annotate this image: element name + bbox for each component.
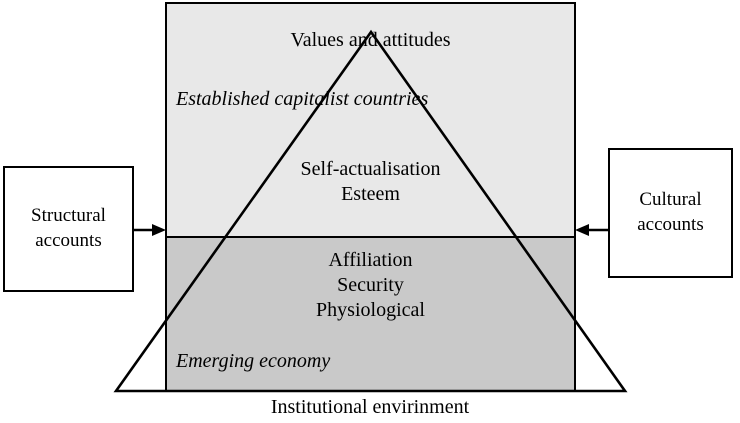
structural-accounts-text: Structural accounts	[31, 204, 106, 253]
established-label-line1: Established	[176, 88, 270, 110]
need-self-actualisation: Self-actualisation	[300, 158, 441, 180]
cultural-accounts-line2: accounts	[637, 214, 704, 235]
need-esteem: Esteem	[341, 183, 400, 206]
cultural-accounts-text: Cultural accounts	[637, 188, 703, 237]
need-affiliation: Affiliation	[328, 249, 413, 271]
need-security: Security	[337, 274, 404, 297]
structural-accounts-box: Structural accounts	[3, 166, 134, 292]
cultural-accounts-arrow	[575, 224, 608, 236]
cultural-accounts-line1: Cultural	[639, 189, 702, 211]
apex-label: Values and attitudes	[290, 29, 451, 51]
emerging-economy-label: Emerging economy	[176, 350, 331, 372]
lower-needs-group: Affiliation Security Physiological	[165, 248, 576, 324]
established-label-line2: capitalist countries	[274, 88, 429, 110]
structural-accounts-line2: accounts	[35, 230, 102, 251]
structural-accounts-arrow	[134, 224, 166, 236]
upper-needs-group: Self-actualisation Esteem	[165, 157, 576, 207]
diagram-caption: Institutional envirinment	[270, 396, 470, 418]
cultural-accounts-box: Cultural accounts	[608, 148, 733, 278]
need-physiological: Physiological	[316, 299, 425, 322]
structural-accounts-line1: Structural	[31, 205, 106, 227]
established-capitalist-countries-label: Established capitalist countries	[176, 86, 428, 112]
